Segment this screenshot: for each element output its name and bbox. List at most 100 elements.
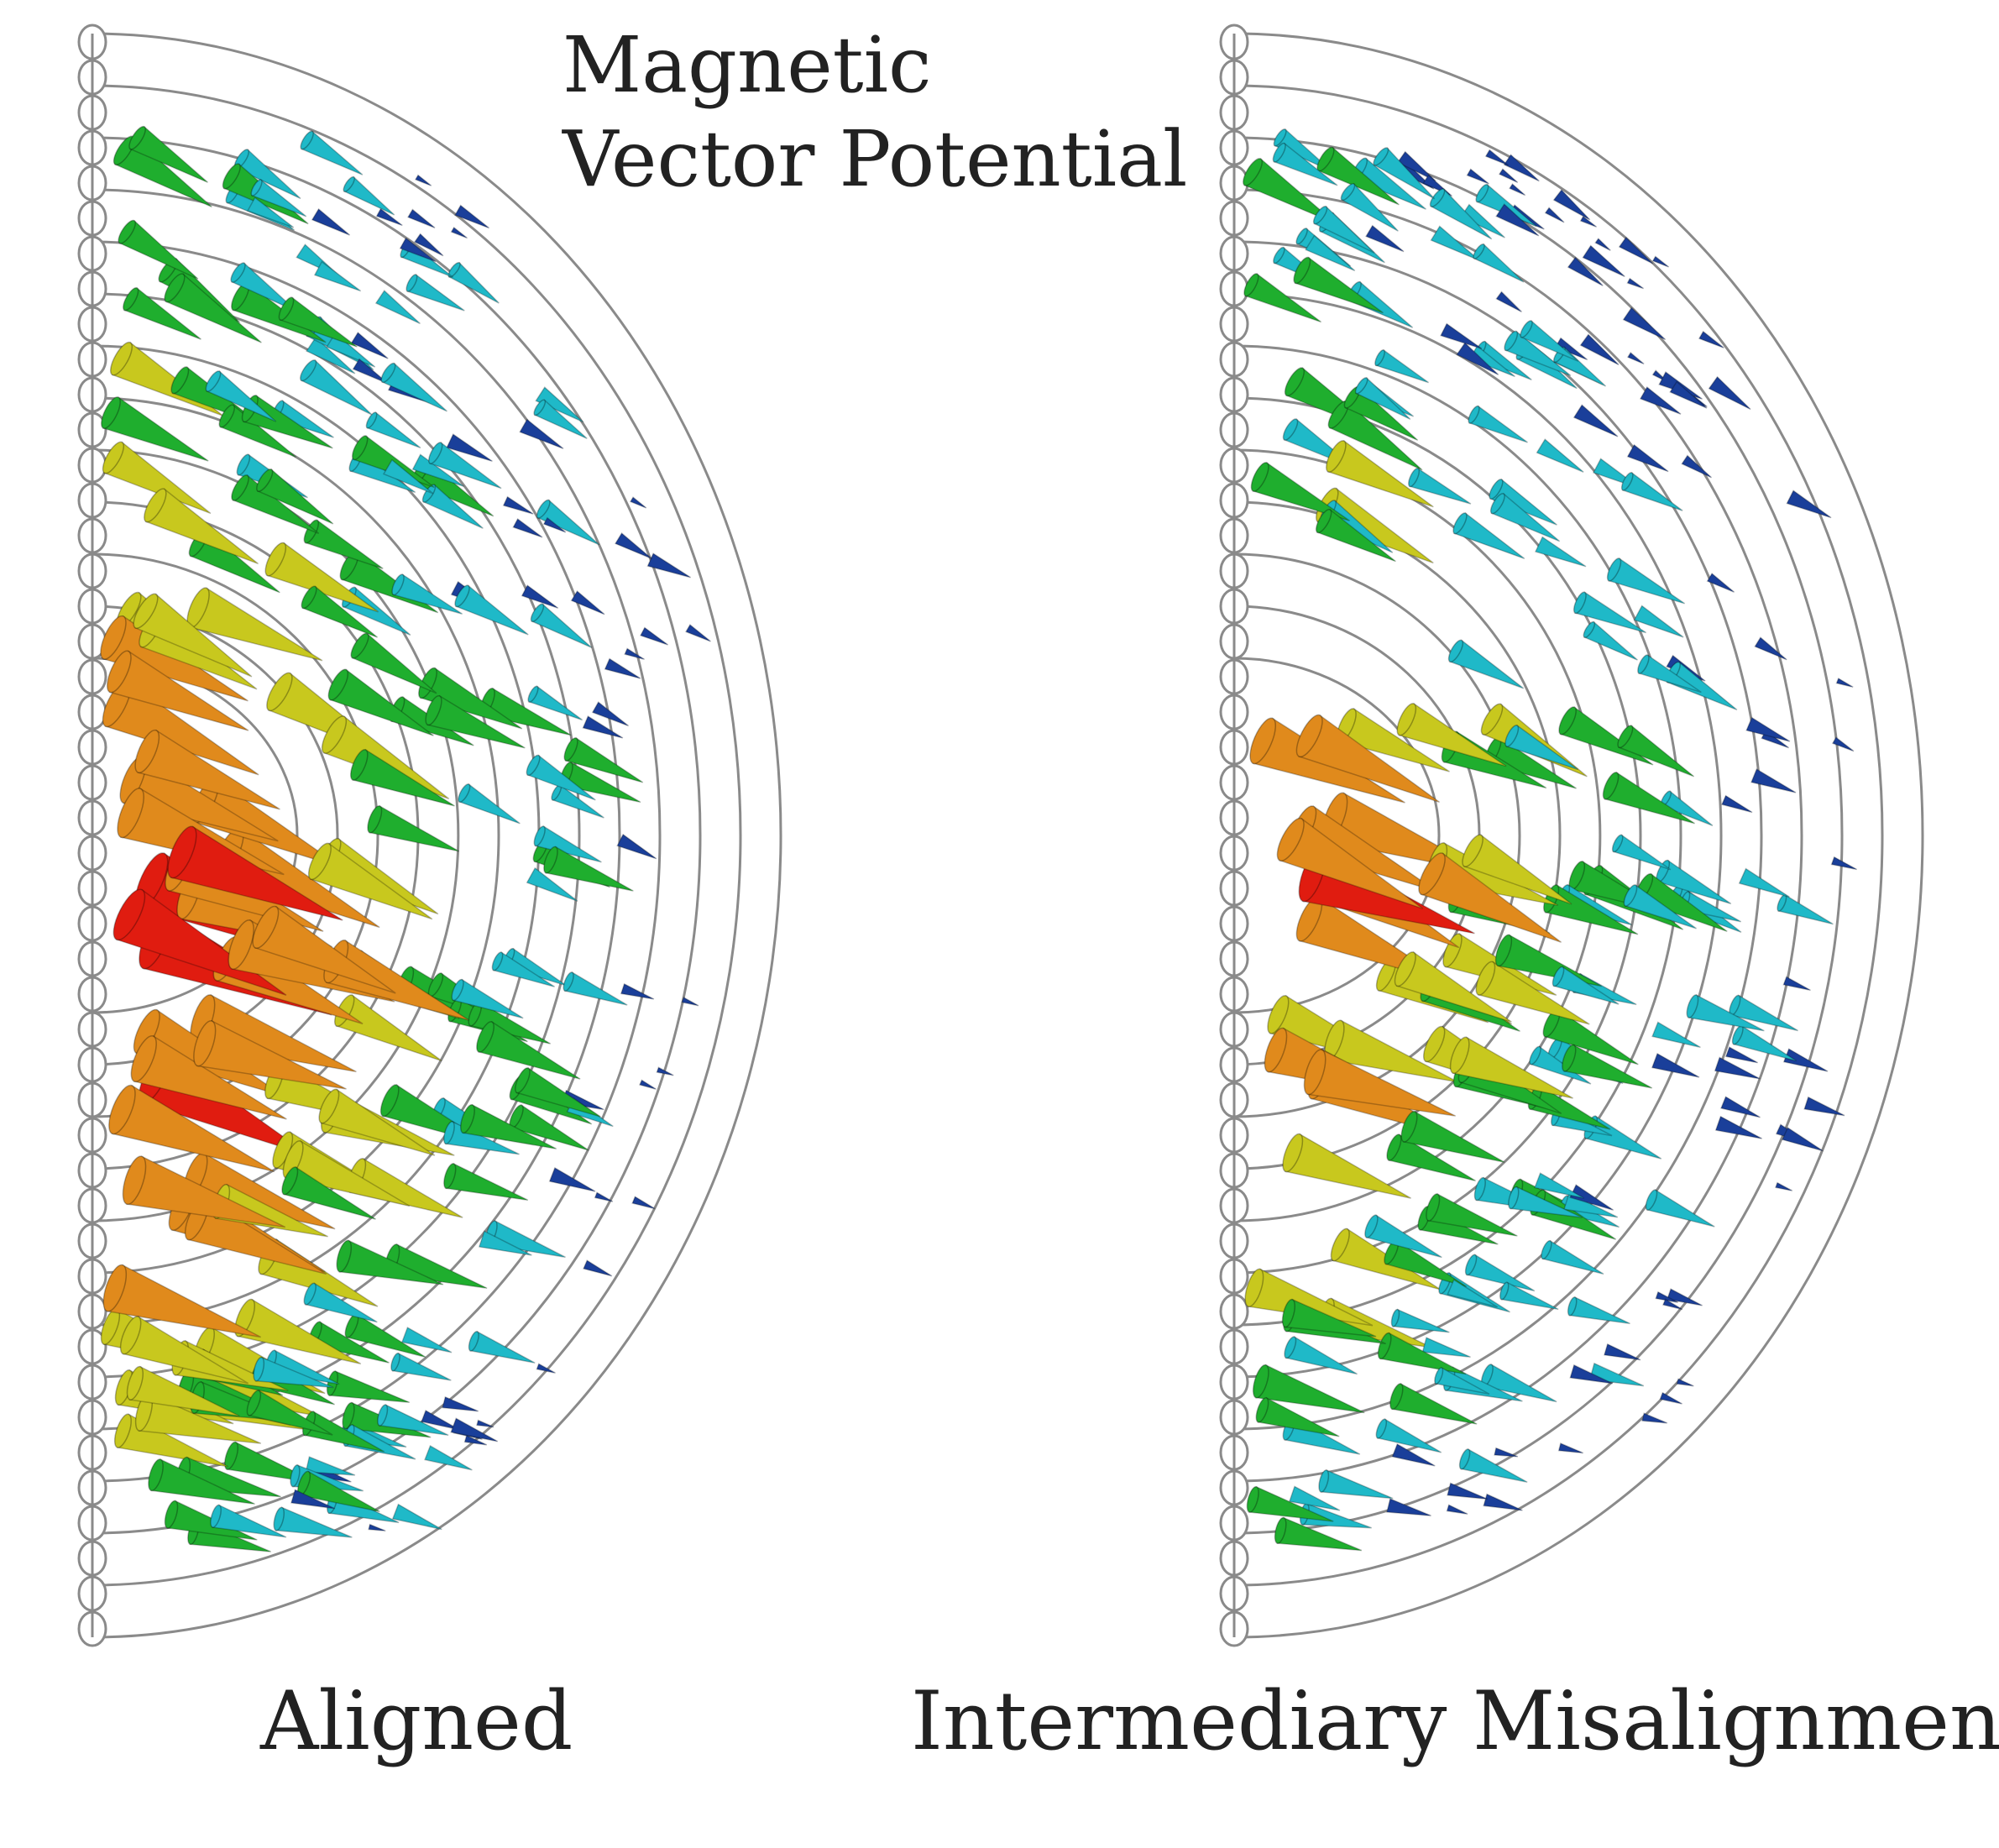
field-vector-arrow [1626,277,1645,290]
arrow-base [380,362,396,383]
field-vector-arrow [646,552,692,578]
field-vector-arrow [1579,333,1620,366]
arrow-base [406,274,418,292]
arrow-base [1255,1397,1269,1423]
field-vector-arrow [1567,256,1604,287]
field-vector-arrow [512,517,543,538]
field-vector-arrow [1568,1296,1630,1325]
field-vector-arrow [1639,386,1682,415]
field-vector-arrow [352,748,455,807]
field-vector-arrow [1364,224,1405,253]
arrow-base [117,788,144,839]
arrow-base [113,888,146,941]
arrow-base [1637,654,1650,674]
field-vector-arrow [526,866,578,902]
arrow-base [1284,367,1306,397]
arrow-base [118,219,136,244]
arrow-base [222,163,241,190]
field-vector-arrow [624,647,645,661]
field-vector-arrow [463,1434,488,1446]
winding-loop [92,292,581,1379]
arrow-base [228,919,254,970]
arrow-base [1475,183,1489,203]
arrow-base [1558,706,1577,736]
field-vector-arrow [1738,867,1790,898]
arrow-base [133,593,159,629]
field-vector-arrow [326,332,376,368]
arrow-base [1364,1214,1379,1238]
arrow-base [458,783,471,803]
arrow-base [1508,1186,1520,1210]
arrow-base [343,175,355,192]
field-vector-arrow [421,1409,460,1431]
field-vector-arrow [1288,1485,1341,1511]
field-vector-arrow [313,260,362,292]
arrow-base [1373,147,1389,166]
arrow-base [273,1506,285,1531]
arrow-base [468,1331,479,1352]
arrow-base [1246,1485,1259,1513]
field-vector-arrow [1754,636,1787,661]
arrow-base [527,685,539,703]
arrow-base [1400,1111,1418,1143]
arrow-base [351,435,369,461]
field-vector-arrow [1392,1308,1450,1333]
arrow-base [230,262,246,283]
field-vector-arrow [382,458,434,495]
field-vector-arrow [1320,1468,1394,1500]
field-vector-arrow [442,1395,479,1412]
arrow-base [1473,243,1485,259]
arrow-base [1529,1045,1541,1065]
field-vector-arrow [306,336,356,374]
arrow-base [1458,1448,1471,1470]
arrow-base [1303,1049,1327,1096]
vector-arrows [100,125,711,1552]
arrow-base [425,694,442,726]
field-vector-arrow [1781,1127,1824,1152]
arrow-base [1293,256,1311,285]
field-vector-arrow [519,418,564,450]
arrow-base [148,1458,164,1492]
arrow-base [300,359,317,382]
arrow-base [1520,320,1533,338]
field-vector-arrow [639,626,669,646]
arrow-base [1389,1383,1404,1411]
arrow-base [1281,1298,1295,1328]
arrow-base [1504,725,1520,747]
field-vector-arrow [1651,255,1670,268]
arrow-base [167,825,197,879]
arrow-base [1276,817,1305,861]
arrow-base [1686,994,1699,1018]
field-vector-arrow [1666,1288,1703,1306]
arrow-base [253,1356,265,1382]
arrow-base [170,366,190,395]
field-vector-arrow [1495,291,1522,313]
arrow-base [454,584,470,608]
field-vector-arrow [1376,1418,1442,1453]
field-vector-arrow [352,358,390,385]
arrow-base [1468,405,1480,424]
winding-loop [1233,292,1723,1379]
field-vector-arrow [1498,168,1519,184]
arrow-base [231,474,249,501]
field-vector-arrow [1534,536,1587,568]
field-vector-arrow [620,982,655,1000]
arrow-base [491,951,504,971]
vector-arrows [1243,128,1858,1552]
field-vector-arrow [1782,976,1811,992]
arrow-base [1567,1296,1578,1317]
arrow-base [563,737,578,762]
arrow-base [1295,714,1323,758]
arrow-base [526,754,541,776]
field-vector-arrow [1557,1442,1584,1454]
field-vector-arrow [1544,207,1565,223]
arrow-base [390,1352,400,1372]
arrow-base [1375,1418,1388,1439]
field-vector-arrow [400,1326,453,1353]
field-vector-arrow [1569,1364,1614,1385]
field-vector-arrow [424,1444,473,1471]
field-vector-arrow [548,1166,596,1192]
arrow-base [133,1008,160,1055]
arrow-base [290,1464,301,1488]
arrow-base [1429,188,1446,207]
